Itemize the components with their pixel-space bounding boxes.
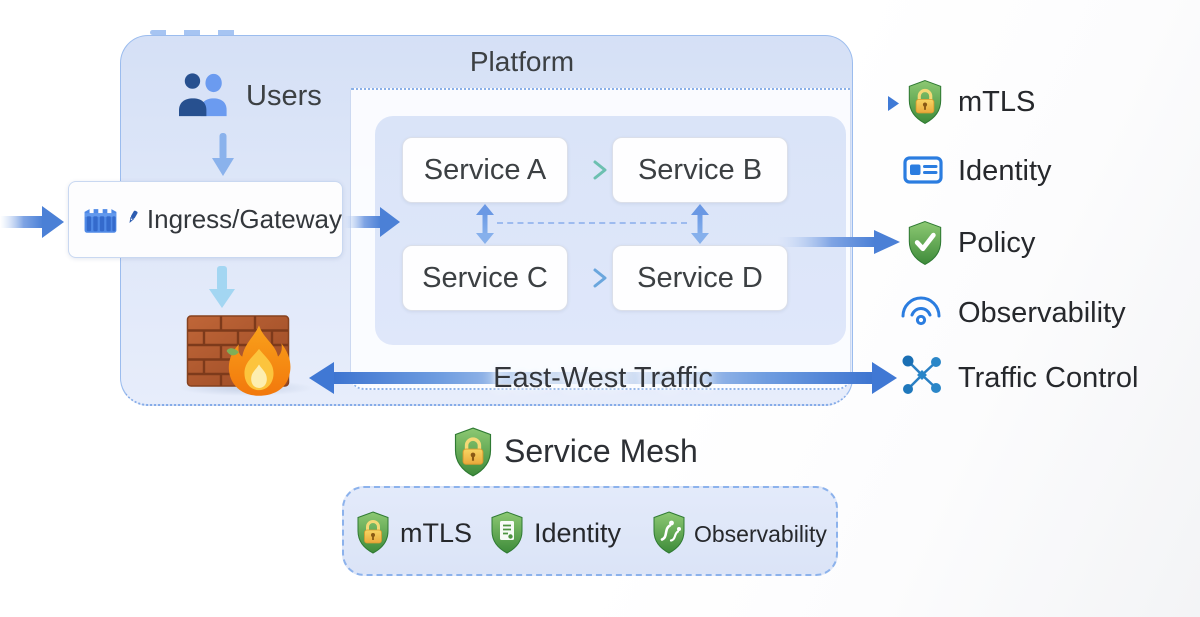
ingress-gateway-box: Ingress/Gateway [68,181,343,258]
service-b-label: Service B [637,153,763,186]
service-d-label: Service D [637,261,763,294]
services-dashed-link [497,222,687,224]
shield-routes-icon [653,511,685,554]
service-a-box: Service A [402,137,568,203]
service-c-box: Service C [402,245,568,311]
capability-observability-label: Observability [958,297,1126,329]
capability-traffic-control-label: Traffic Control [958,362,1139,394]
east-west-traffic-label: East-West Traffic [493,362,713,394]
feature-shield-lock-icon [357,511,389,554]
ingress-to-firewall-arrow-icon [209,266,235,308]
shield-check-icon [908,221,942,266]
north-south-entry-arrow-icon [0,206,64,238]
users-icon [179,73,227,117]
fire-icon [226,325,291,396]
service-b-box: Service B [612,137,788,203]
feature-identity-label: Identity [534,518,622,548]
capability-policy-label: Policy [958,227,1036,259]
wifi-arcs-icon [901,296,941,326]
id-card-icon [903,156,943,184]
service-mesh-feature-box [342,486,838,576]
service-b-d-bidirectional-arrow-icon [691,204,709,244]
platform-to-policy-arrow-icon [778,230,900,254]
gateway-castle-icon [84,208,117,233]
feature-observability-label: Observability [694,521,827,547]
shield-certificate-icon [491,511,523,554]
service-a-label: Service A [423,153,547,186]
users-to-ingress-arrow-icon [212,133,234,176]
pen-icon [129,210,138,223]
ingress-gateway-label: Ingress/Gateway [146,204,342,234]
service-c-to-d-arrow-icon [571,268,607,288]
service-a-c-bidirectional-arrow-icon [476,204,494,244]
feature-mtls-label: mTLS [400,518,473,548]
service-mesh-title: Service Mesh [504,433,698,469]
platform-title: Platform [469,46,575,77]
service-mesh-shield-lock-icon [454,427,492,477]
capability-mtls-label: mTLS [958,86,1036,118]
service-d-box: Service D [612,245,788,311]
ingress-to-services-arrow-icon [344,207,400,237]
capability-identity-label: Identity [958,155,1052,187]
service-a-to-b-arrow-icon [571,160,607,180]
platform-top-dashes [150,30,250,35]
service-c-label: Service C [422,261,548,294]
east-west-traffic-arrow-icon [309,362,897,394]
network-nodes-icon [902,355,941,394]
shield-lock-icon [908,80,942,125]
mtls-pointer-icon [888,96,899,111]
users-label: Users [246,80,322,112]
